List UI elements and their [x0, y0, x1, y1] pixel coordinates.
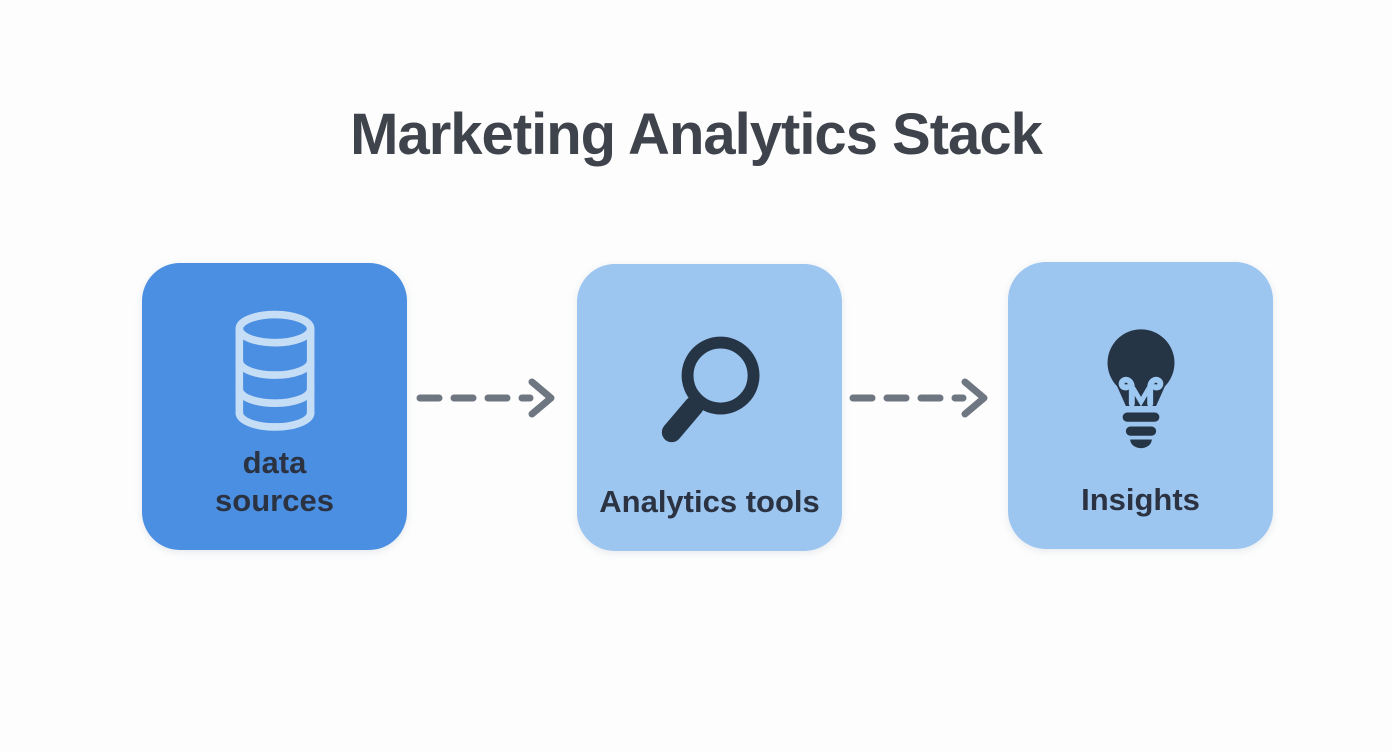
node-insights: Insights	[1008, 262, 1273, 549]
database-icon	[219, 303, 331, 444]
node-label-analytics-tools: Analytics tools	[599, 484, 820, 520]
search-icon	[644, 304, 776, 483]
lightbulb-icon	[1087, 302, 1195, 481]
page-title: Marketing Analytics Stack	[350, 102, 1043, 167]
node-analytics-tools: Analytics tools	[577, 264, 842, 551]
dashed-arrow-2	[847, 376, 1007, 420]
node-data-sources: data sources	[142, 263, 407, 550]
node-label-data-sources: data sources	[215, 445, 334, 519]
dashed-arrow-1	[414, 376, 574, 420]
node-label-insights: Insights	[1081, 482, 1200, 518]
